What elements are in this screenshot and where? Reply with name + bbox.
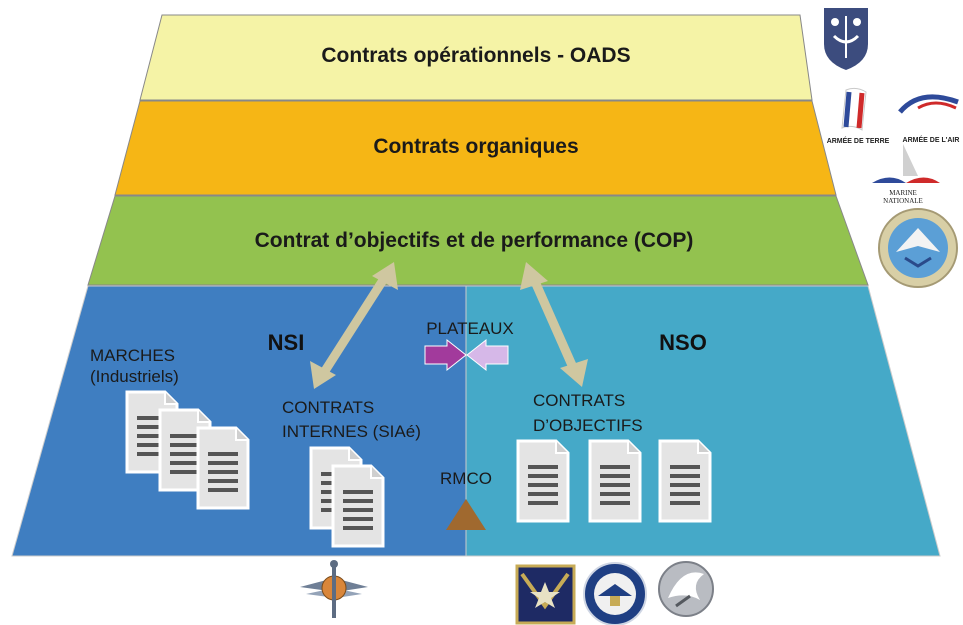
- plateaux-left-arrow: [424, 338, 467, 372]
- armee-de-l-air-logo: ARMÉE DE L'AIR: [898, 94, 960, 144]
- svg-text:ARMÉE DE TERRE: ARMÉE DE TERRE: [827, 136, 890, 145]
- zone-nsi-label: NSI: [268, 330, 305, 355]
- document-icon: [588, 439, 642, 523]
- nso-cop-double-arrow: [520, 262, 588, 387]
- siae-winged-emblem-icon: [300, 560, 368, 618]
- contrats-internes-label-line1: CONTRATS: [282, 398, 374, 417]
- document-icon: [331, 464, 385, 548]
- svg-text:MARINE: MARINE: [889, 189, 917, 197]
- rmco-triangle: [446, 499, 486, 530]
- marine-nationale-logo: MARINE NATIONALE: [872, 144, 940, 205]
- document-icon: [196, 426, 250, 510]
- zone-nso: [465, 285, 941, 557]
- rmco-label: RMCO: [440, 469, 492, 488]
- svg-text:ARMÉE DE L'AIR: ARMÉE DE L'AIR: [903, 135, 960, 144]
- marches-label-line2: (Industriels): [90, 367, 179, 386]
- round-seal-icon: [878, 208, 958, 288]
- marches-label-line1: MARCHES: [90, 346, 175, 365]
- tier-organiques-label: Contrats organiques: [373, 135, 578, 158]
- tier-organiques: [114, 100, 837, 196]
- tier-oads: [139, 14, 813, 101]
- tier-oads-label: Contrats opérationnels - OADS: [321, 44, 630, 67]
- nsi-cop-double-arrow: [310, 262, 398, 389]
- zone-nsi: [11, 285, 467, 557]
- tier-cop-label: Contrat d’objectifs et de performance (C…: [255, 229, 694, 252]
- document-icon: [516, 439, 570, 523]
- star-shield-icon: [515, 564, 576, 625]
- zone-nso-label: NSO: [659, 330, 707, 355]
- document-icon: [658, 439, 712, 523]
- plateaux-label: PLATEAUX: [426, 319, 514, 338]
- plateaux-right-arrow: [466, 338, 509, 372]
- navy-crest-icon: [824, 8, 868, 70]
- round-blue-seal-icon: [583, 562, 647, 625]
- eagle-disc-icon: [658, 561, 714, 617]
- contrats-internes-label-line2: INTERNES (SIAé): [282, 422, 421, 441]
- svg-text:NATIONALE: NATIONALE: [883, 197, 923, 205]
- contrats-objectifs-label-line1: CONTRATS: [533, 391, 625, 410]
- armee-de-terre-logo: ARMÉE DE TERRE: [827, 87, 890, 145]
- contrats-objectifs-label-line2: D’OBJECTIFS: [533, 416, 643, 435]
- tier-cop: [87, 195, 869, 286]
